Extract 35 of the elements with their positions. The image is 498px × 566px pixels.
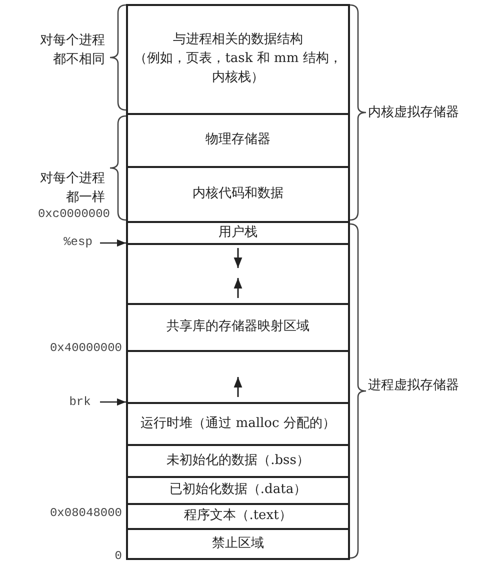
memory-region [126,402,350,446]
brace-label: 对每个进程都一样 [39,170,105,207]
region-label: 已初始化数据（.data） [168,481,308,500]
region-label: 与进程相关的数据结构 [172,31,304,50]
brace-label: 内核虚拟存储器 [368,104,460,122]
region-label: （例如，页表，task 和 mm 结构，内核栈） [133,50,343,87]
memory-region [126,444,350,478]
pointer-arrow [100,398,126,406]
region-label: 运行时堆（通过 malloc 分配的） [140,414,336,433]
memory-region [126,113,350,168]
region-label: 共享库的存储器映射区域 [166,318,310,336]
pointer-arrow [100,239,126,247]
memory-region [126,528,350,560]
memory-region [126,4,350,115]
address-label: 0x08048000 [48,505,122,522]
address-label: 0 [114,548,122,565]
memory-region [126,350,350,404]
brace-label: 对每个进程都不相同 [39,32,105,69]
address-label: 0x40000000 [48,340,122,357]
memory-region [126,221,350,245]
memory-region [126,243,350,305]
register-label: %esp [64,234,92,252]
brace-label: 进程虚拟存储器 [368,377,460,395]
memory-region [126,476,350,505]
register-label: brk [69,394,91,412]
region-label: 未初始化的数据（.bss） [166,452,310,470]
region-label: 内核代码和数据 [192,185,284,204]
memory-region [126,503,350,530]
address-label: 0xc0000000 [36,206,110,223]
region-label: 物理存储器 [204,131,272,150]
region-label: 禁止区域 [211,534,265,553]
memory-region [126,303,350,352]
memory-region [126,166,350,223]
region-label: 程序文本（.text） [183,507,293,526]
region-label: 用户栈 [218,224,258,242]
